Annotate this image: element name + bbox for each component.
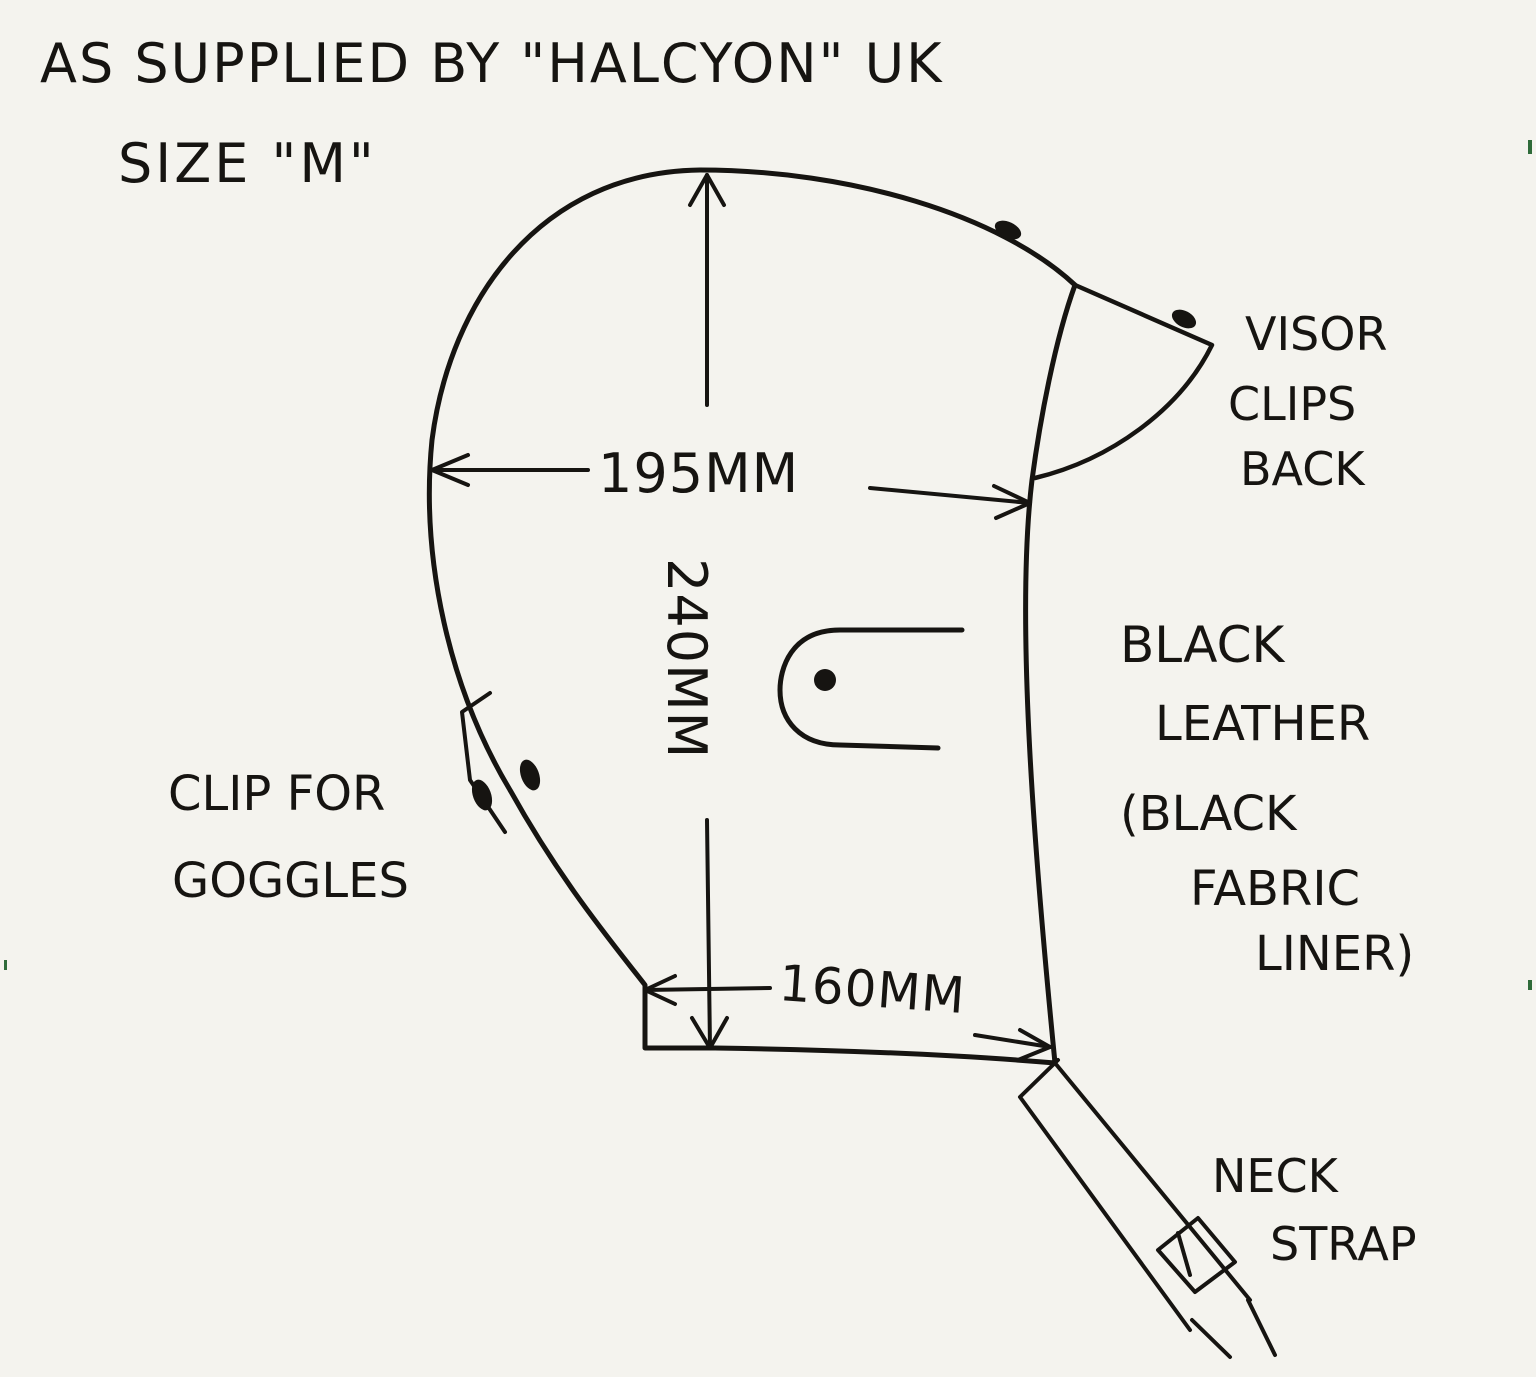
height-label: 240MM bbox=[655, 558, 718, 759]
width-arrow-right bbox=[992, 484, 1032, 520]
goggle-clip-dot bbox=[471, 779, 493, 811]
material-label: (BLACK bbox=[1120, 786, 1298, 842]
neck-strap-label: NECK bbox=[1212, 1149, 1340, 1203]
goggle-clip-label: GOGGLES bbox=[172, 853, 409, 909]
bottom-label: 160MM bbox=[777, 954, 967, 1025]
height-arrow-top bbox=[688, 173, 726, 207]
goggle-clip-label: CLIP FOR bbox=[168, 766, 385, 822]
material-label: LEATHER bbox=[1155, 696, 1370, 752]
width-dimension-line bbox=[430, 468, 1032, 505]
helmet-outline bbox=[426, 167, 1078, 1066]
material-label: FABRIC bbox=[1190, 861, 1360, 917]
title-line-1: AS SUPPLIED BY "HALCYON" UK bbox=[40, 32, 944, 95]
goggle-clip-icon bbox=[460, 691, 507, 834]
edge-mark bbox=[4, 960, 7, 970]
ear-piece bbox=[777, 627, 965, 751]
title-line-2: SIZE "M" bbox=[118, 132, 377, 195]
height-dimension-line bbox=[705, 173, 712, 1050]
edge-mark bbox=[1528, 140, 1532, 154]
bottom-dimension-line bbox=[643, 986, 1052, 1049]
bottom-arrow-left bbox=[643, 974, 677, 1006]
visor-label: VISOR bbox=[1245, 307, 1387, 361]
visor-label: CLIPS bbox=[1228, 377, 1356, 431]
strap-buckle-icon bbox=[1156, 1216, 1237, 1294]
ear-hole-icon bbox=[814, 669, 836, 691]
goggle-clip-dot bbox=[519, 759, 541, 791]
width-label: 195MM bbox=[598, 442, 799, 505]
visor-outline bbox=[1032, 282, 1215, 481]
bottom-arrow-right bbox=[1016, 1028, 1052, 1062]
material-label: BLACK bbox=[1120, 616, 1286, 674]
width-arrow-left bbox=[430, 453, 470, 487]
visor-label: BACK bbox=[1240, 442, 1366, 496]
neck-strap-label: STRAP bbox=[1270, 1217, 1417, 1271]
visor-clip-dot bbox=[994, 220, 1022, 240]
height-arrow-bottom bbox=[690, 1016, 729, 1050]
neck-strap bbox=[1018, 1058, 1252, 1332]
edge-mark bbox=[1528, 980, 1532, 990]
visor-clip-dot bbox=[1171, 309, 1197, 329]
strap-tail bbox=[1190, 1298, 1277, 1359]
material-label: LINER) bbox=[1255, 926, 1414, 982]
